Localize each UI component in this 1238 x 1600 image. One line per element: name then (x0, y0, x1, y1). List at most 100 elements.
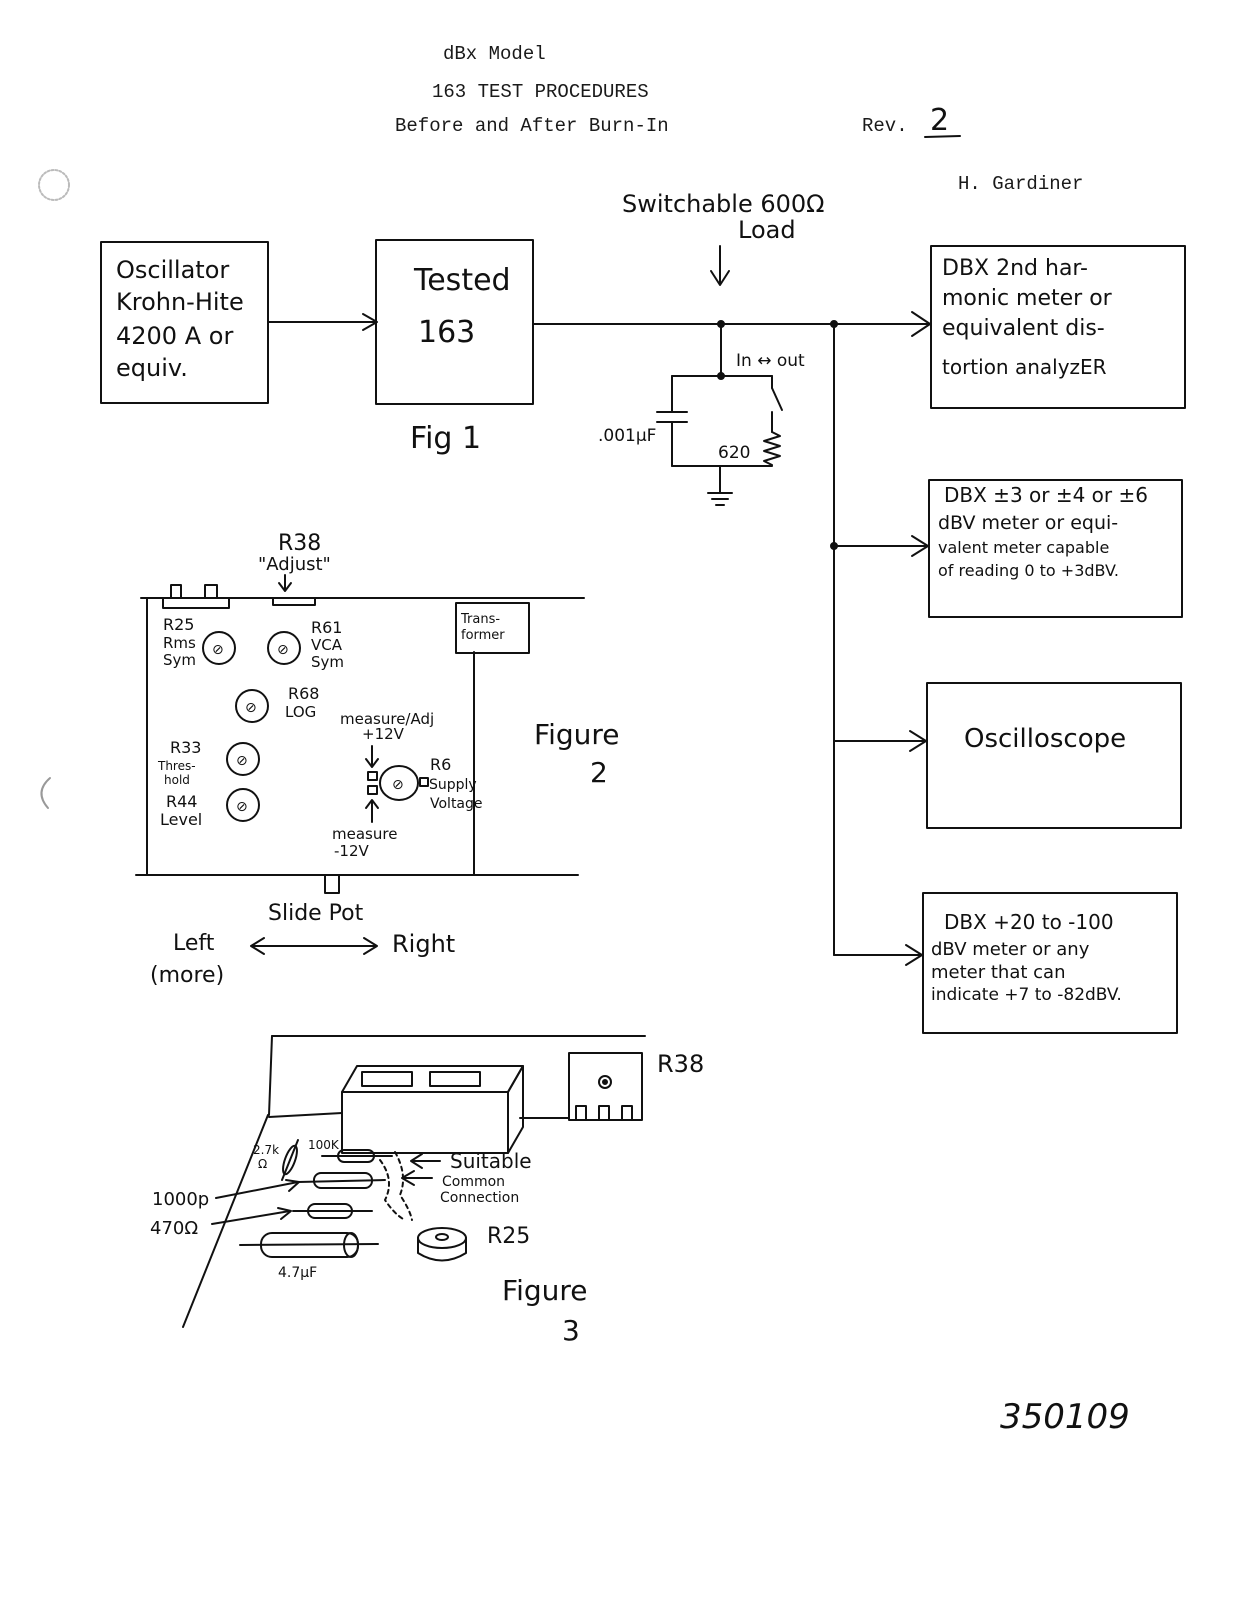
measure-plus-label: measure/Adj (340, 710, 434, 728)
capacitor-1000p (313, 1172, 373, 1189)
r25-sub-label-1: Rms (163, 634, 196, 652)
r33-sub-label-1: Thres- (157, 759, 196, 773)
harmonic-meter-label-1: DBX 2nd har- (942, 256, 1088, 281)
level-meter-label-3: meter that can (931, 962, 1065, 983)
transformer-label-2: former (461, 628, 505, 643)
transformer-label-1: Trans- (460, 612, 500, 627)
resistor-100k (337, 1149, 375, 1163)
author-name: H. Gardiner (958, 173, 1084, 195)
measure-minus-label: measure (332, 825, 397, 843)
dbv-meter-label-2: dBV meter or equi- (938, 512, 1118, 534)
r25-fig3-pot (417, 1227, 467, 1249)
r44-trimpot (226, 788, 260, 822)
r38-adjust-label: "Adjust" (258, 554, 331, 575)
svg-text:⊘: ⊘ (236, 753, 248, 769)
common-label: Common (442, 1174, 505, 1190)
arrow-down-icon (710, 270, 730, 286)
r33-label: R33 (170, 738, 201, 757)
oscillator-label-4: equiv. (116, 354, 188, 382)
r25-label: R25 (163, 615, 194, 634)
left-more-label: (more) (150, 963, 224, 988)
left-label: Left (173, 931, 215, 956)
r470-label: 470Ω (150, 1218, 198, 1239)
resistor-value: 620 (718, 443, 750, 463)
r68-trimpot (235, 689, 269, 723)
load-label-1: Switchable 600Ω (622, 190, 825, 218)
transformer-box (455, 602, 530, 654)
svg-text:⊘: ⊘ (277, 642, 289, 658)
dbv-meter-label-4: of reading 0 to +3dBV. (938, 561, 1119, 580)
c47uf-label: 4.7µF (278, 1265, 317, 1281)
dbv-meter-box (928, 479, 1183, 618)
r38-fig3-label: R38 (657, 1050, 704, 1078)
tested-unit-box (375, 239, 534, 405)
r44-label: R44 (166, 792, 197, 811)
res-100k-label: 100K (308, 1138, 340, 1152)
svg-text:⊘: ⊘ (212, 642, 224, 658)
r6-label: R6 (430, 755, 451, 774)
figure3-number: 3 (562, 1314, 580, 1347)
r6-trimpot (379, 765, 419, 801)
load-label-2: Load (738, 216, 796, 244)
r25-trimpot (202, 631, 236, 665)
figure3-caption: Figure (502, 1274, 588, 1307)
right-label: Right (392, 930, 455, 958)
r38-pot-box (568, 1052, 643, 1121)
punch-hole-mark (40, 777, 51, 809)
r68-label: R68 (288, 684, 319, 703)
res-2k7-unit: Ω (258, 1157, 267, 1171)
resistor-470 (307, 1203, 353, 1219)
c1000p-label: 1000p (152, 1189, 209, 1210)
figure2-caption: Figure (534, 718, 620, 751)
r6-sub-label-2: Voltage (430, 796, 483, 812)
r25-sub-label-2: Sym (163, 651, 196, 669)
switch-label: In ↔ out (736, 351, 805, 371)
slide-pot-label: Slide Pot (268, 901, 364, 926)
level-meter-label-2: dBV meter or any (931, 939, 1090, 960)
document-number-stamp: 350109 (1000, 1397, 1130, 1437)
figure2-number: 2 (590, 756, 608, 789)
relay-top (341, 1065, 524, 1093)
r61-sub-label-2: Sym (311, 653, 344, 671)
document-title: 163 TEST PROCEDURES (432, 81, 649, 103)
slide-pot-knob (324, 874, 340, 894)
r61-label: R61 (311, 618, 342, 637)
r38-adjust-screw (598, 1075, 612, 1089)
harmonic-meter-label-4: tortion analyzER (942, 355, 1107, 379)
document-subtitle: Before and After Burn-In (395, 115, 669, 137)
oscilloscope-label: Oscilloscope (964, 724, 1126, 754)
r44-sub-label: Level (160, 810, 202, 829)
resistor-2k7 (282, 1144, 298, 1176)
tested-label-2: 163 (418, 315, 475, 350)
suitable-label: Suitable (450, 1149, 532, 1173)
oscilloscope-box (926, 682, 1182, 829)
punch-hole-mark (38, 169, 70, 201)
common-connection-dotted (379, 1159, 406, 1221)
measure-minus-voltage: -12V (334, 842, 369, 860)
oscillator-label-1: Oscillator (116, 256, 229, 284)
r38-label: R38 (278, 531, 321, 556)
dbv-meter-label-3: valent meter capable (938, 538, 1109, 557)
revision-number: 2 (930, 103, 949, 138)
tested-label-1: Tested (413, 263, 511, 298)
r33-sub-label-2: hold (164, 773, 190, 787)
r33-trimpot (226, 742, 260, 776)
r6-sub-label-1: Supply (429, 777, 477, 793)
measure-plus-voltage: +12V (362, 725, 405, 743)
r61-trimpot (267, 631, 301, 665)
level-meter-label-1: DBX +20 to -100 (944, 910, 1114, 934)
switch-blade (771, 387, 783, 411)
r68-sub-label: LOG (285, 703, 316, 721)
relay-body (341, 1091, 509, 1154)
model-title: dBx Model (443, 43, 546, 65)
oscillator-label-3: 4200 A or (116, 322, 233, 350)
oscillator-label-2: Krohn-Hite (116, 288, 244, 316)
r61-sub-label-1: VCA (311, 636, 343, 654)
resistor-symbol (763, 431, 781, 466)
revision-label: Rev. (862, 115, 908, 137)
figure1-caption: Fig 1 (410, 421, 481, 456)
level-meter-box (922, 892, 1178, 1034)
harmonic-meter-label-3: equivalent dis- (942, 316, 1105, 341)
